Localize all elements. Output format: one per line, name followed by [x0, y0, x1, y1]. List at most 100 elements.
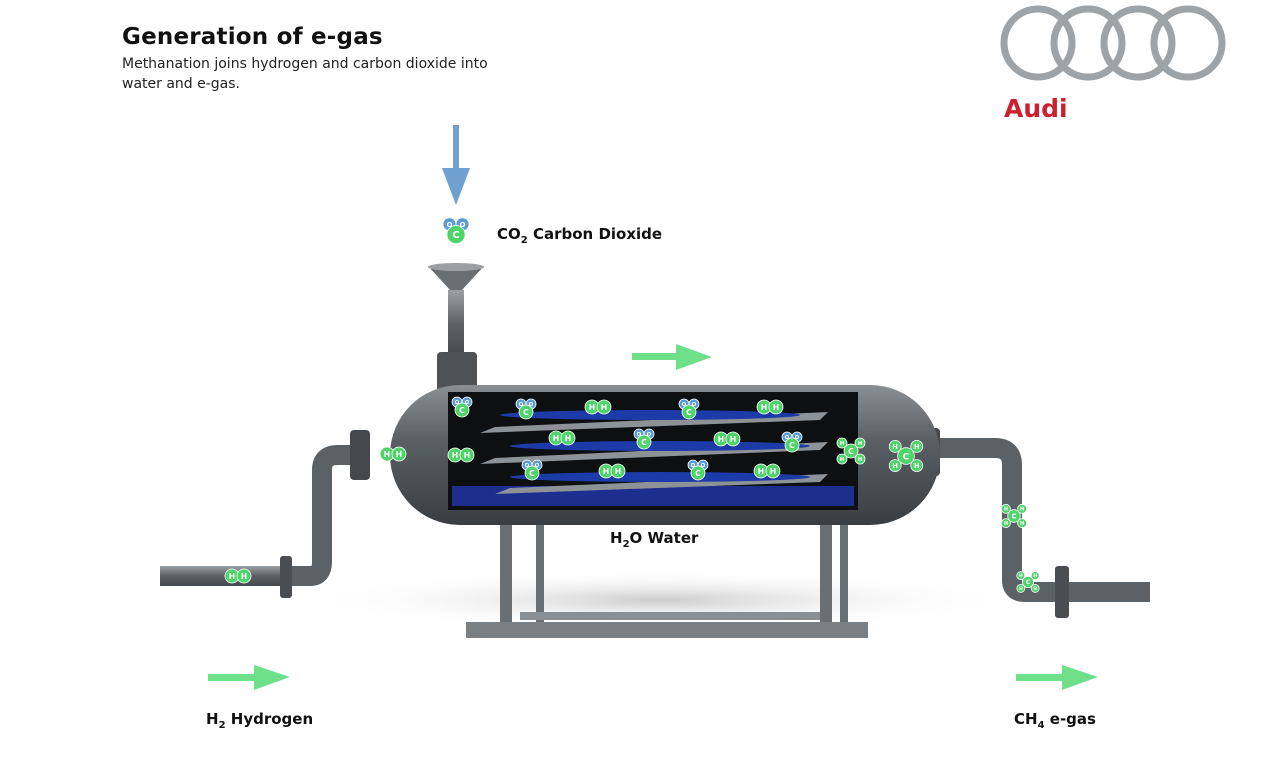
carbon-letter: C — [641, 438, 647, 447]
oxygen-letter: O — [446, 220, 452, 229]
hydrogen-letter: H — [1004, 507, 1008, 513]
hydrogen-letter: H — [464, 451, 470, 460]
carbon-atom — [454, 402, 470, 418]
hydrogen-atom — [910, 439, 924, 453]
oxygen-letter: O — [637, 432, 642, 438]
brand-name: Audi — [1004, 94, 1068, 123]
hydrogen-letter: H — [229, 572, 235, 581]
hydrogen-atom — [1030, 571, 1040, 580]
floor-shadow — [300, 570, 1020, 630]
hydrogen-atom — [910, 459, 924, 473]
hydrogen-atom — [888, 439, 902, 453]
hydrogen-letter: H — [914, 443, 920, 451]
hydrogen-atom — [596, 399, 612, 415]
hydrogen-atom — [1016, 584, 1026, 593]
oxygen-letter: O — [525, 463, 530, 469]
oxygen-letter: O — [529, 402, 534, 408]
hydrogen-atom — [459, 447, 475, 463]
hydrogen-atom — [854, 453, 866, 465]
hydrogen-letter: H — [1033, 586, 1037, 592]
oxygen-letter: O — [795, 435, 800, 441]
hydrogen-letter: H — [858, 457, 863, 463]
reactor-tank — [390, 385, 940, 525]
h2o-label: H2O Water — [610, 529, 698, 550]
hydrogen-atom — [1001, 518, 1011, 529]
carbon-letter: C — [459, 406, 465, 415]
h2-label: H2 Hydrogen — [206, 710, 313, 731]
hydrogen-letter: H — [718, 435, 724, 444]
hydrogen-letter: H — [396, 450, 402, 459]
h2o-formula: H — [610, 529, 623, 547]
carbon-atom — [690, 465, 706, 481]
hydrogen-letter: H — [1020, 521, 1024, 527]
oxygen-letter: O — [785, 435, 790, 441]
hydrogen-atom — [560, 430, 576, 446]
hydrogen-letter: H — [603, 467, 609, 476]
hydrogen-arrow-icon — [208, 665, 290, 690]
hydrogen-atom — [236, 568, 252, 584]
carbon-letter: C — [1011, 513, 1016, 521]
hydrogen-letter: H — [730, 435, 736, 444]
hydrogen-letter: H — [553, 434, 559, 443]
oxygen-letter: O — [691, 463, 696, 469]
hydrogen-letter: H — [1033, 573, 1037, 579]
hydrogen-atom — [854, 437, 866, 449]
carbon-atom — [524, 465, 540, 481]
hydrogen-atom — [1030, 584, 1040, 593]
tank-stand — [466, 505, 868, 638]
carbon-letter: C — [848, 447, 854, 456]
oxygen-letter: O — [535, 463, 540, 469]
hydrogen-letter: H — [589, 403, 595, 412]
carbon-letter: C — [452, 230, 459, 241]
carbon-letter: C — [789, 441, 795, 450]
hydrogen-letter: H — [892, 462, 898, 470]
h2-name: Hydrogen — [230, 710, 314, 728]
carbon-atom — [784, 437, 800, 453]
flow-arrow-icon — [632, 344, 712, 370]
oxygen-letter: O — [459, 220, 465, 229]
co2-funnel — [428, 263, 484, 392]
hydrogen-atom — [888, 459, 902, 473]
hydrogen-letter: H — [241, 572, 247, 581]
carbon-letter: C — [903, 451, 910, 462]
oxygen-letter: O — [682, 402, 687, 408]
carbon-atom — [843, 443, 859, 459]
hydrogen-atom — [1017, 503, 1027, 514]
carbon-atom — [518, 404, 534, 420]
h2o-formula-end: O — [629, 529, 643, 547]
hydrogen-letter: H — [773, 403, 779, 412]
carbon-atom — [1022, 576, 1035, 589]
hydrogen-letter: H — [1019, 586, 1023, 592]
page-subtitle: Methanation joins hydrogen and carbon di… — [122, 56, 488, 92]
hydrogen-letter: H — [615, 467, 621, 476]
carbon-atom — [1007, 509, 1021, 523]
hydrogen-letter: H — [840, 441, 845, 447]
hydrogen-letter: H — [770, 467, 776, 476]
hydrogen-atom — [391, 446, 407, 462]
hydrogen-atom — [1016, 571, 1026, 580]
hydrogen-letter: H — [384, 450, 390, 459]
co2-sub: 2 — [520, 235, 528, 246]
hydrogen-letter: H — [892, 443, 898, 451]
carbon-atom — [636, 434, 652, 450]
h2o-name: Water — [647, 529, 699, 547]
page-title: Generation of e-gas — [122, 24, 383, 50]
hydrogen-letter: H — [452, 451, 458, 460]
hydrogen-atom — [768, 399, 784, 415]
hydrogen-atom — [836, 453, 848, 465]
egas-arrow-icon — [1016, 665, 1098, 690]
ch4-sub: 4 — [1037, 720, 1045, 731]
hydrogen-atom — [725, 431, 741, 447]
h2-sub: 2 — [218, 720, 226, 731]
molecule-atoms — [224, 217, 1040, 593]
ch4-name: e-gas — [1049, 710, 1096, 728]
hydrogen-letter: H — [565, 434, 571, 443]
hydrogen-letter: H — [758, 467, 764, 476]
oxygen-letter: O — [455, 400, 460, 406]
co2-label: CO2 Carbon Dioxide — [497, 225, 662, 246]
hydrogen-atom — [1001, 503, 1011, 514]
hydrogen-letter: H — [601, 403, 607, 412]
hydrogen-atom — [765, 463, 781, 479]
oxygen-letter: O — [701, 463, 706, 469]
h2-formula: H — [206, 710, 219, 728]
